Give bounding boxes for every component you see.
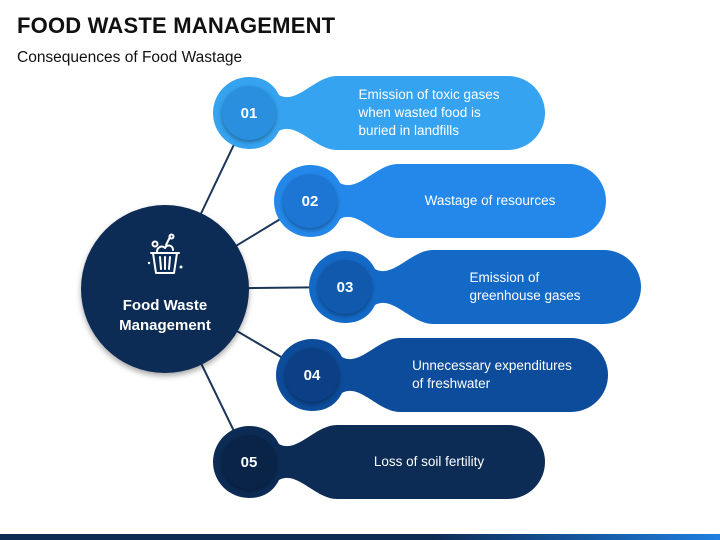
- item-text-line: when wasted food is: [358, 105, 481, 120]
- connector-line: [246, 286, 312, 290]
- item-pill: [213, 425, 545, 499]
- item-pill: [276, 338, 608, 412]
- item-text: Wastage of resources: [394, 169, 586, 233]
- item-text-line: Emission of toxic gases: [358, 87, 500, 102]
- item-pills: [213, 76, 641, 499]
- connector-line: [199, 362, 236, 432]
- item-pill: [213, 76, 545, 150]
- item-text: Emission of toxic gases when wasted food …: [333, 81, 525, 145]
- item-text-line: Unnecessary expenditures: [412, 358, 572, 373]
- item-number-badge: 04: [285, 348, 339, 402]
- connector-line: [235, 329, 284, 359]
- connector-line: [199, 143, 236, 216]
- item-text-line: of freshwater: [412, 376, 491, 391]
- item-number-badge: 03: [318, 260, 372, 314]
- item-text: Emission of greenhouse gases: [429, 255, 621, 319]
- page-title: FOOD WASTE MANAGEMENT: [17, 13, 336, 38]
- hub-label: Food Waste Management: [81, 296, 249, 336]
- page-subtitle: Consequences of Food Wastage: [17, 49, 243, 66]
- item-text-line: buried in landfills: [358, 123, 460, 138]
- item-text-block: Emission of toxic gases when wasted food …: [358, 86, 499, 140]
- item-text-line: Loss of soil fertility: [373, 454, 485, 469]
- item-pill: [309, 250, 641, 324]
- connector-lines: [199, 143, 312, 432]
- hub-label-line1: Food Waste: [122, 297, 208, 314]
- item-text-line: Emission of: [469, 270, 540, 285]
- item-text-block: Unnecessary expenditures of freshwater: [412, 357, 572, 393]
- item-pill: [274, 164, 606, 238]
- trash-bin-food-icon: [147, 233, 183, 274]
- hub-label-line2: Management: [119, 317, 211, 334]
- item-text-line: greenhouse gases: [469, 288, 581, 303]
- item-number-badge: 05: [222, 435, 276, 489]
- item-text: Loss of soil fertility: [333, 430, 525, 494]
- item-text-block: Emission of greenhouse gases: [469, 269, 580, 305]
- item-number-badge: 02: [283, 174, 337, 228]
- item-text-block: Wastage of resources: [425, 192, 556, 210]
- connector-line: [234, 217, 282, 248]
- item-text-line: Wastage of resources: [424, 193, 556, 208]
- item-text: Unnecessary expenditures of freshwater: [396, 343, 588, 407]
- item-number-badge: 01: [222, 86, 276, 140]
- central-hub: Food Waste Management: [81, 205, 249, 373]
- item-text-block: Loss of soil fertility: [374, 453, 484, 471]
- footer-bar: [0, 534, 720, 540]
